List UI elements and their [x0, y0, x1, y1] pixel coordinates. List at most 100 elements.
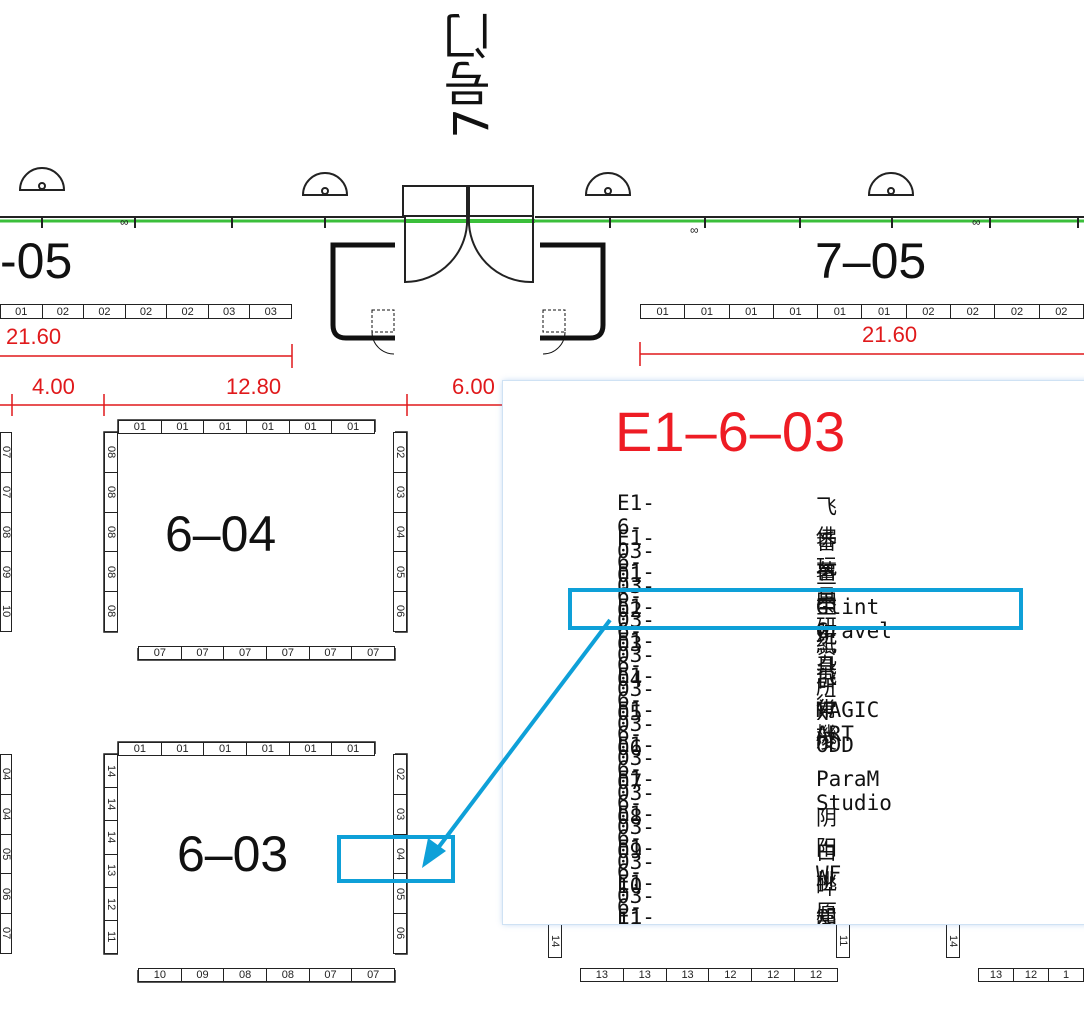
booth-number-cell: 01 — [204, 421, 248, 433]
booth-number-cell: 13 — [667, 969, 710, 981]
exhibitor-name: 紙飛行機 — [816, 633, 837, 747]
door-icon — [402, 185, 534, 284]
booth-number-cell: 06 — [394, 605, 406, 618]
booth-number-cell: 13 — [624, 969, 667, 981]
booth-number-cell: 04 — [394, 835, 406, 875]
booth-number-cell: 13 — [581, 969, 624, 981]
exhibitor-code: E1-6-03-08 — [617, 732, 655, 829]
dimension-seg1: 4.00 — [32, 374, 75, 399]
booth-number-cell: 07 — [310, 969, 353, 981]
booth-number-cell: 07 — [139, 647, 182, 659]
exhibitor-name: 白桃原创GK小店 — [816, 840, 837, 924]
dimension-seg3: 6.00 — [452, 374, 495, 399]
booth-number-cell: 11 — [837, 935, 849, 947]
gate-label: 7号门 — [444, 12, 500, 139]
booth-number-cell: 07 — [367, 647, 380, 659]
booth-number-cell: 02 — [394, 433, 406, 473]
booth-number-cell: 01 — [685, 305, 730, 318]
booth-number-cell: 02 — [995, 305, 1040, 318]
zone-label-7-05: 7–05 — [815, 233, 927, 289]
booth-number-cell: 02 — [394, 755, 406, 795]
exhibitor-name: Glint Gravel — [816, 594, 892, 643]
light-fixture-icon — [18, 167, 915, 196]
booth-number-cell: 04 — [0, 755, 12, 795]
booth-number-cell: 08 — [224, 969, 268, 981]
booth-number-cell: 04 — [394, 513, 406, 553]
exhibitor-name: 番薯田 — [816, 529, 837, 614]
exhibitor-code: E1-6-03-02 — [617, 525, 655, 622]
svg-text:∞: ∞ — [120, 215, 129, 229]
dimension-right-total: 21.60 — [862, 322, 918, 347]
booth-number-cell: 01 — [162, 421, 205, 433]
booth-number-cell: 14 — [105, 755, 117, 789]
booth-number-cell: 01 — [818, 305, 863, 318]
booth-number-cell: 01 — [347, 421, 360, 433]
highlighted-booth-location — [337, 835, 455, 883]
exhibitor-name: ParaM Studio — [816, 767, 892, 815]
dimension-left-total: 21.60 — [6, 324, 62, 349]
booth-number-cell: 02 — [43, 305, 85, 318]
booth-number-cell: 07 — [267, 647, 310, 659]
booth-number-cell: 14 — [105, 821, 117, 855]
booth-number-cell: 07 — [0, 473, 12, 513]
booth-number-cell: 1 — [1062, 969, 1070, 981]
booth-number-cell: 01 — [347, 743, 360, 755]
booth-number-cell: 01 — [290, 743, 333, 755]
booth-number-cell: 07 — [0, 433, 12, 473]
exhibitor-code: E1-6-03-06 — [617, 663, 655, 760]
booth-number-cell: 05 — [0, 835, 12, 875]
booth-number-cell: 13 — [979, 969, 1014, 981]
booth-number-cell: 04 — [0, 795, 12, 835]
popup-title: E1–6–03 — [615, 400, 847, 463]
exhibitor-code: E1-6-03-13 — [617, 905, 655, 924]
booth-number-cell: 08 — [105, 605, 117, 618]
booth-number-cell: 08 — [105, 473, 117, 513]
booth-number-cell: 07 — [367, 969, 380, 981]
booth-number-cell: 01 — [862, 305, 907, 318]
highlighted-exhibitor-row — [568, 588, 1023, 630]
booth-number-cell: 03 — [394, 473, 406, 513]
booth-number-cell: 01 — [204, 743, 248, 755]
booth-number-cell: 01 — [1, 305, 43, 318]
booth-number-cell: 01 — [119, 743, 162, 755]
booth-number-cell: 14 — [947, 934, 959, 948]
booth-number-cell: 01 — [162, 743, 205, 755]
booth-label-6-03[interactable]: 6–03 — [177, 826, 289, 882]
exhibitor-code: E1-6-03-07 — [617, 698, 655, 794]
exhibitor-code: E1-6-03-05 — [617, 629, 655, 725]
booth-number-cell: 07 — [0, 927, 12, 940]
booth-number-cell: 12 — [105, 888, 117, 921]
booth-number-cell: 08 — [105, 552, 117, 593]
booth-label-6-04[interactable]: 6–04 — [165, 506, 277, 562]
booth-number-cell: 01 — [774, 305, 819, 318]
exhibitor-name: 日常 — [816, 667, 837, 722]
booth-number-cell: 01 — [290, 421, 333, 433]
booth-number-cell: 11 — [105, 931, 117, 943]
booth-number-cell: 02 — [126, 305, 168, 318]
exhibitor-code: E1-6-03-04 — [617, 594, 655, 691]
booth-number-cell: 03 — [209, 305, 251, 318]
exhibitor-code: E1-6-03-11 — [617, 836, 655, 924]
booth-number-cell: 02 — [1055, 305, 1068, 318]
booth-number-cell: 09 — [0, 552, 12, 593]
booth-number-cell: 12 — [752, 969, 796, 981]
booth-number-cell: 12 — [809, 969, 823, 981]
exhibitor-name: MAGIC ART — [816, 698, 880, 746]
booth-number-cell: 03 — [264, 305, 277, 318]
exhibitor-code: E1-6-03-01 — [617, 491, 655, 587]
exhibitor-code: E1-6-03-12 — [617, 870, 655, 925]
exhibitor-name: ODD — [816, 732, 854, 757]
exhibitor-code: E1-6-03-09 — [617, 767, 655, 863]
exhibitor-name: 阴阳WF — [816, 805, 842, 886]
svg-text:∞: ∞ — [972, 215, 981, 229]
